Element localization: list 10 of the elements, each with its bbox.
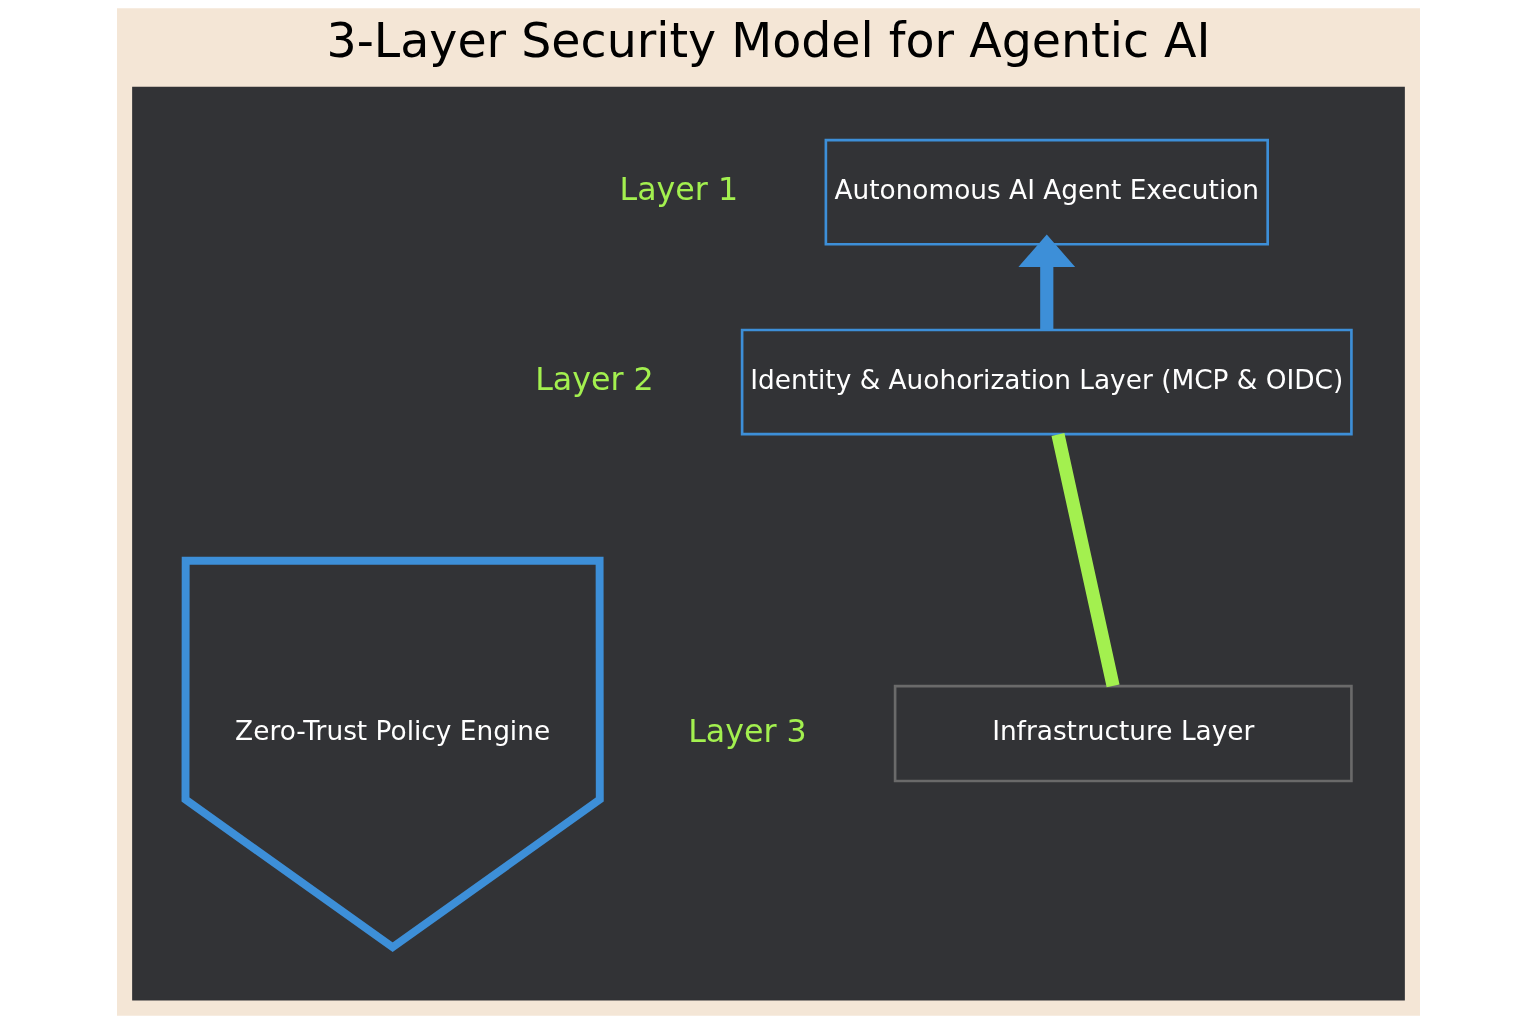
node-box: Autonomous AI Agent Execution [824, 138, 1269, 246]
node-label: Layer 3 [687, 712, 807, 749]
cluster [131, 86, 1405, 1001]
connector [1051, 433, 1120, 688]
node-label: Layer 2 [534, 361, 654, 398]
node-box: Infrastructure Layer [893, 684, 1353, 783]
node-box: Identity & Auohorization Layer (MCP & OIDC) [740, 328, 1353, 436]
node-label: Layer 1 [619, 171, 738, 208]
diagram-title: 3-Layer Security Model for Agentic AI [325, 12, 1211, 68]
arrow [1017, 234, 1075, 330]
